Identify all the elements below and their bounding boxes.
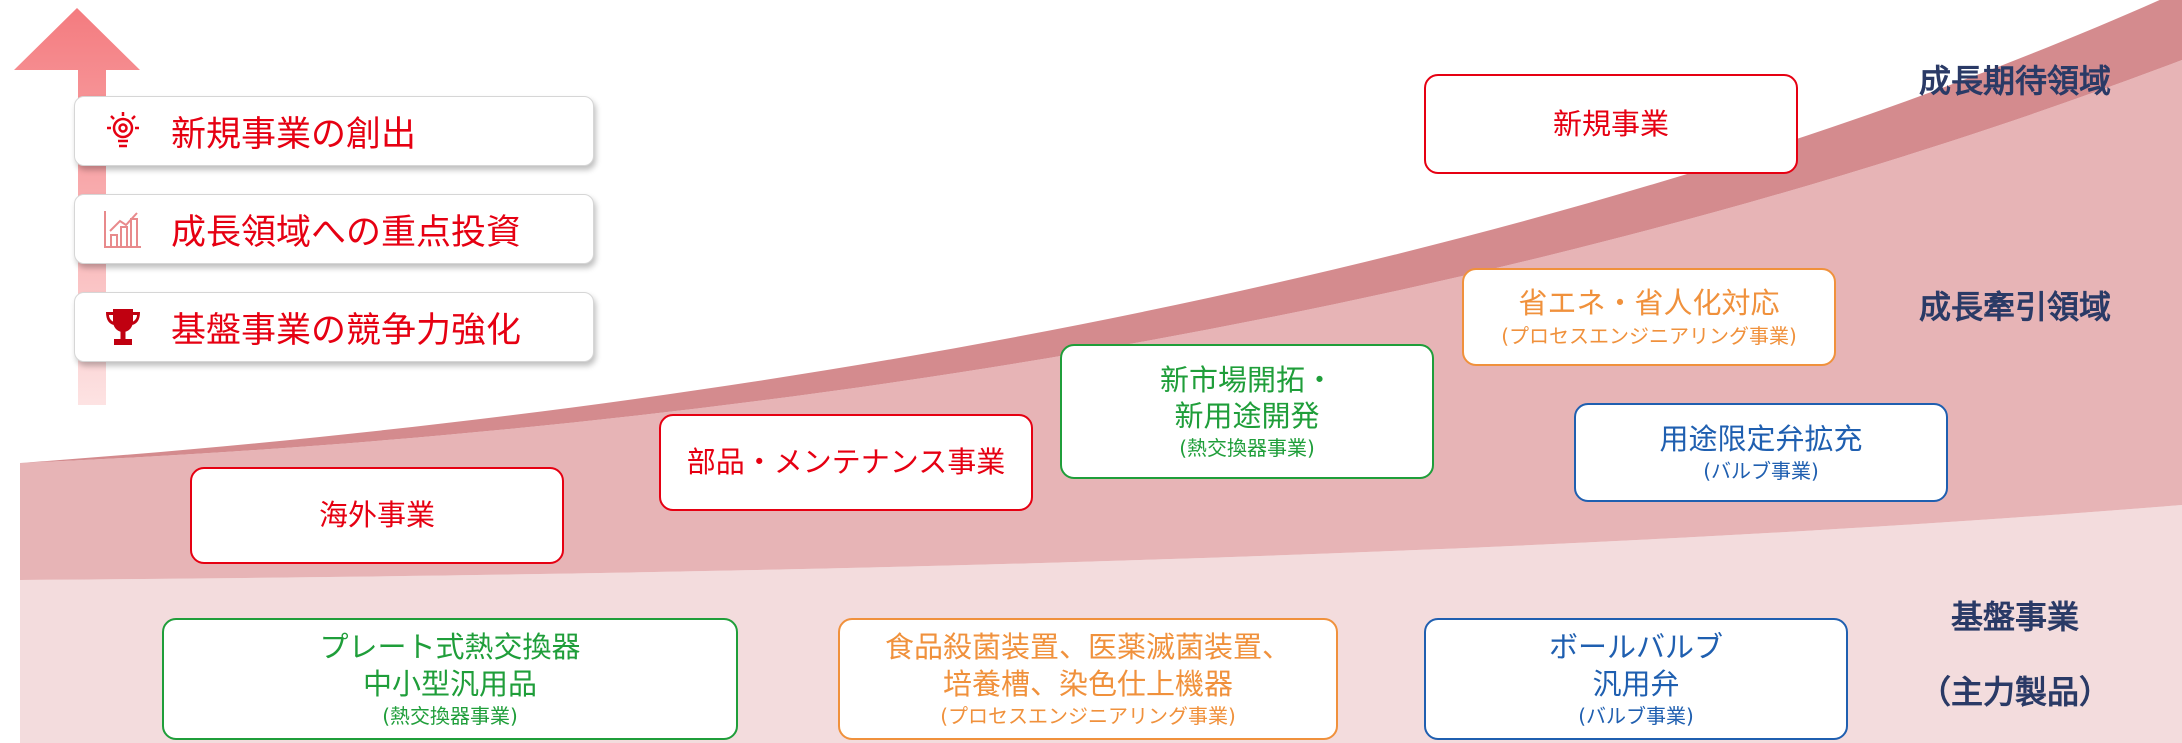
- box-valve-expansion: 用途限定弁拡充 (バルブ事業): [1574, 403, 1948, 502]
- box-new-business: 新規事業: [1424, 74, 1798, 174]
- box-sub: (熱交換器事業): [1179, 436, 1315, 461]
- zone-growth-expected: 成長期待領域: [1918, 62, 2111, 100]
- box-sub: (バルブ事業): [1703, 459, 1819, 484]
- box-sub: (プロセスエンジニアリング事業): [940, 703, 1236, 728]
- box-line2: 新用途開発: [1174, 399, 1320, 433]
- zone-core-business-sub: （主力製品）: [1918, 673, 2111, 711]
- box-line1: プレート式熱交換器: [319, 630, 581, 665]
- box-label: 用途限定弁拡充: [1659, 421, 1863, 456]
- box-label: 海外事業: [318, 498, 435, 533]
- box-label: 部品・メンテナンス事業: [686, 445, 1006, 480]
- box-sub: (プロセスエンジニアリング事業): [1501, 323, 1797, 348]
- strategy-label: 成長領域への重点投資: [171, 212, 522, 253]
- box-new-market: 新市場開拓・ 新用途開発 (熱交換器事業): [1060, 344, 1434, 479]
- box-line1: 新市場開拓・: [1159, 362, 1334, 397]
- box-line2: 中小型汎用品: [362, 666, 537, 701]
- strategy-growth-investment: 成長領域への重点投資: [74, 194, 594, 264]
- strategy-new-business: 新規事業の創出: [74, 96, 594, 166]
- box-ball-valve: ボールバルブ 汎用弁 (バルブ事業): [1424, 618, 1848, 740]
- strategy-label: 新規事業の創出: [171, 114, 417, 155]
- box-parts-maintenance: 部品・メンテナンス事業: [659, 414, 1033, 511]
- box-energy-saving: 省エネ・省人化対応 (プロセスエンジニアリング事業): [1462, 268, 1836, 366]
- trophy-icon: [93, 305, 153, 349]
- box-line2: 汎用弁: [1592, 666, 1680, 701]
- box-line2: 培養槽、染色仕上機器: [942, 666, 1233, 701]
- strategy-label: 基盤事業の競争力強化: [171, 310, 522, 351]
- box-label: 新規事業: [1552, 106, 1669, 141]
- box-label: 省エネ・省人化対応: [1518, 286, 1780, 321]
- lightbulb-icon: [93, 109, 153, 153]
- zone-core-business: 基盤事業: [1950, 598, 2079, 636]
- box-overseas: 海外事業: [190, 467, 564, 564]
- zone-growth-driving: 成長牽引領域: [1918, 288, 2111, 326]
- bar-chart-icon: [93, 207, 153, 251]
- strategy-core-competitiveness: 基盤事業の競争力強化: [74, 292, 594, 362]
- box-line1: ボールバルブ: [1548, 630, 1723, 665]
- box-line1: 食品殺菌装置、医薬滅菌装置、: [884, 630, 1291, 665]
- box-sub: (熱交換器事業): [382, 703, 518, 728]
- box-plate-heat-exchanger: プレート式熱交換器 中小型汎用品 (熱交換器事業): [162, 618, 738, 740]
- box-food-sterilization: 食品殺菌装置、医薬滅菌装置、 培養槽、染色仕上機器 (プロセスエンジニアリング事…: [838, 618, 1338, 740]
- box-sub: (バルブ事業): [1578, 703, 1694, 728]
